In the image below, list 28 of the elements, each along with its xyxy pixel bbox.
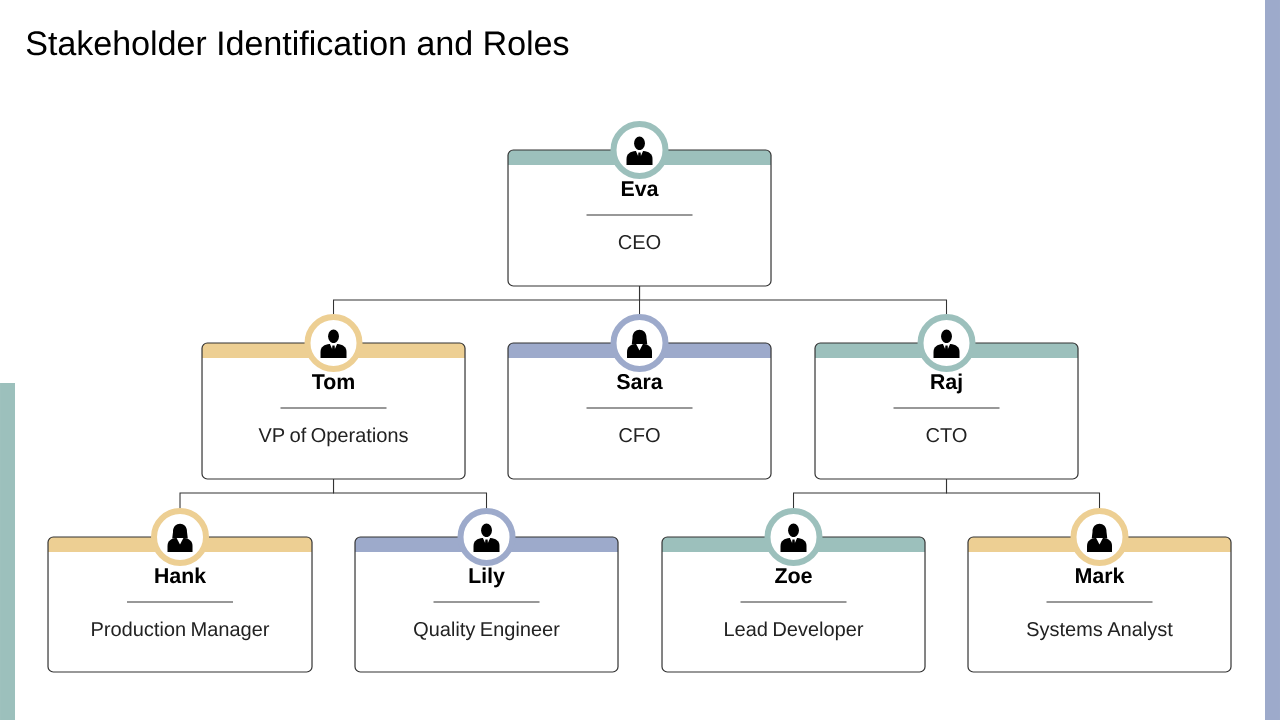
role-text: Quality Engineer: [414, 621, 560, 641]
title: Stakeholder Identification and Roles: [26, 30, 569, 56]
role-text: Production Manager: [92, 621, 270, 641]
org-card: [507, 314, 772, 480]
connector-line: [945, 478, 1101, 509]
role-text: CTO: [926, 428, 967, 443]
org-card: [967, 508, 1232, 673]
org-card: [47, 508, 313, 673]
person-name: Zoe: [775, 568, 812, 584]
org-card: [354, 508, 619, 673]
org-card: [201, 314, 466, 480]
role-text: Lead Developer: [725, 621, 864, 641]
org-card: [661, 508, 926, 673]
person-name: Tom: [312, 374, 354, 390]
role-text: Systems Analyst: [1027, 621, 1173, 641]
person-name: Lily: [469, 567, 505, 588]
person-name: Sara: [617, 374, 663, 390]
person-name: Hank: [155, 567, 207, 584]
org-card: [507, 121, 772, 287]
role-text: CEO: [618, 235, 661, 250]
person-name: Raj: [931, 373, 962, 394]
role-text: VP of Operations: [258, 427, 408, 447]
connector-line: [332, 478, 488, 509]
person-name: Eva: [621, 181, 659, 197]
org-card: [814, 314, 1079, 480]
role-text: CFO: [619, 428, 660, 443]
connector-line: [638, 285, 948, 315]
person-name: Mark: [1076, 567, 1125, 584]
